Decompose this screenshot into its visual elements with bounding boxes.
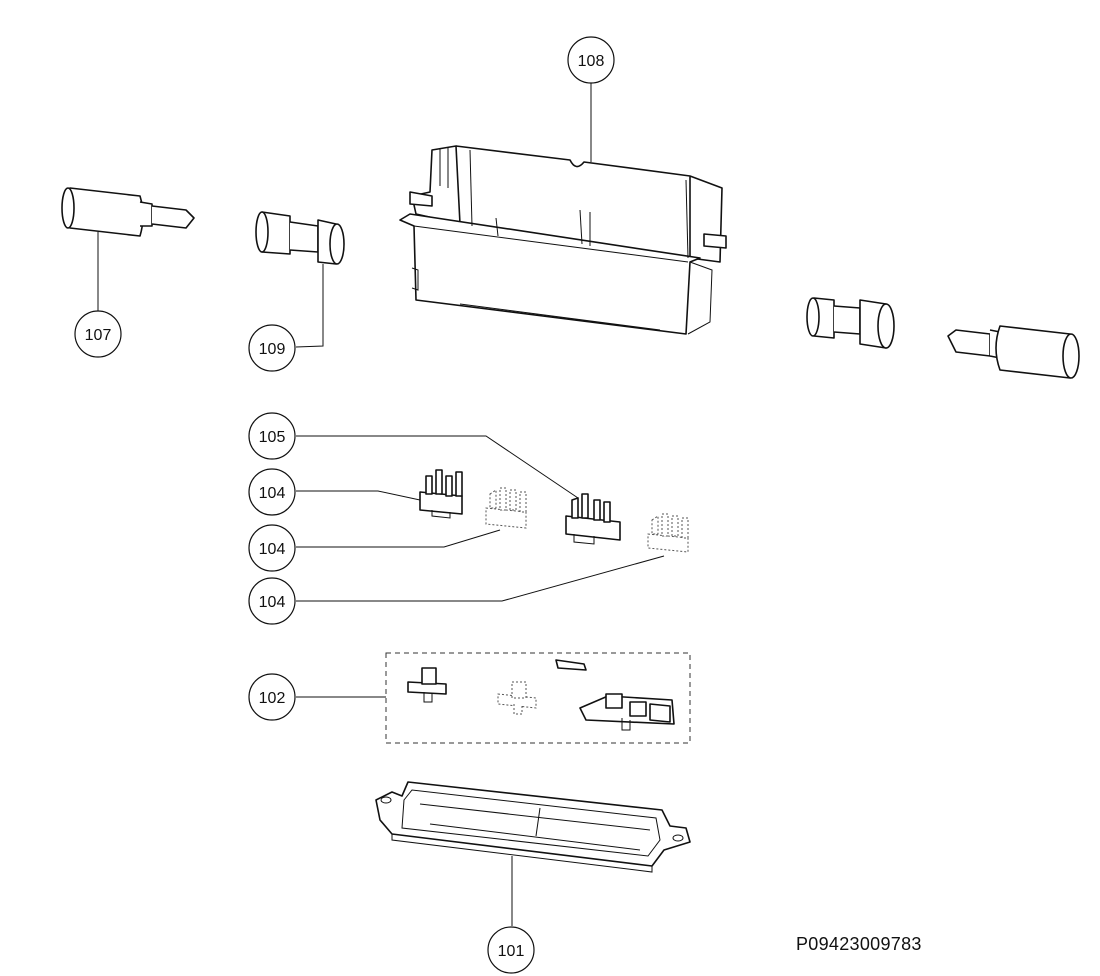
callout-105: 105 bbox=[248, 412, 296, 460]
svg-text:102: 102 bbox=[259, 690, 286, 707]
part-102-small-tab bbox=[555, 659, 587, 671]
svg-text:108: 108 bbox=[578, 53, 605, 70]
part-104-connector-ghost-2 bbox=[647, 513, 689, 553]
callout-107: 107 bbox=[74, 310, 122, 358]
svg-text:104: 104 bbox=[259, 594, 286, 611]
leader-104b bbox=[296, 529, 501, 548]
leader-109 bbox=[295, 264, 324, 348]
part-105-connector bbox=[565, 493, 621, 545]
callout-104b: 104 bbox=[248, 524, 296, 572]
leader-104c bbox=[296, 555, 665, 602]
part-107-pin-left bbox=[61, 187, 195, 237]
callout-104a: 104 bbox=[248, 468, 296, 516]
callout-104c: 104 bbox=[248, 577, 296, 625]
svg-text:104: 104 bbox=[259, 541, 286, 558]
leader-104a bbox=[296, 490, 421, 501]
part-108-housing bbox=[399, 145, 727, 335]
callout-109: 109 bbox=[248, 324, 296, 372]
part-102-latch-bar bbox=[579, 693, 675, 731]
part-109-bushing-right bbox=[806, 297, 895, 349]
svg-text:109: 109 bbox=[259, 341, 286, 358]
leader-105 bbox=[296, 435, 579, 499]
svg-text:107: 107 bbox=[85, 327, 112, 344]
svg-text:105: 105 bbox=[259, 429, 286, 446]
part-102-clip-ghost bbox=[497, 681, 537, 715]
reference-code: P09423009783 bbox=[796, 934, 922, 954]
part-107-pin-right bbox=[947, 325, 1080, 379]
callout-102: 102 bbox=[248, 673, 296, 721]
part-102-clip-solid bbox=[407, 667, 447, 703]
part-101-base-tray bbox=[375, 781, 691, 873]
part-109-bushing-left bbox=[255, 211, 345, 265]
svg-text:101: 101 bbox=[498, 943, 525, 960]
svg-text:104: 104 bbox=[259, 485, 286, 502]
part-104-connector-ghost-1 bbox=[485, 487, 527, 529]
callout-108: 108 bbox=[567, 36, 615, 84]
part-102-group-outline bbox=[385, 652, 691, 744]
callout-101: 101 bbox=[487, 926, 535, 974]
part-104-connector-solid bbox=[419, 469, 463, 519]
